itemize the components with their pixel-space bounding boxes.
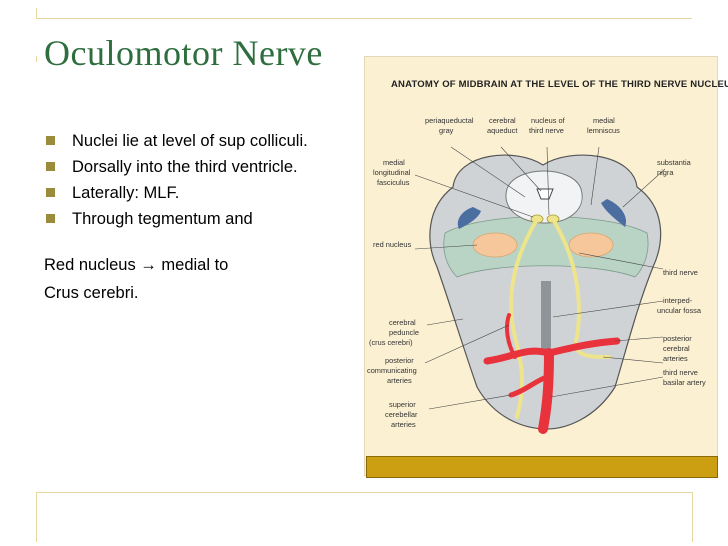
interpeduncular-fossa: [541, 281, 551, 350]
bullet-item: Dorsally into the third ventricle.: [44, 154, 308, 180]
square-bullet-icon: [46, 214, 55, 223]
label-aqueduct: aqueduct: [487, 126, 517, 135]
substantia-nigra-left: [457, 207, 481, 229]
bullet-list: Nuclei lie at level of sup colliculi. Do…: [44, 128, 308, 232]
label-longitudinal: longitudinal: [373, 168, 411, 177]
midbrain-anatomy-figure: ANATOMY OF MIDBRAIN AT THE LEVEL OF THE …: [364, 56, 728, 476]
label-medial-mlf: medial: [383, 158, 405, 167]
bullet-text: Nuclei lie at level of sup colliculi.: [72, 132, 308, 150]
label-third-nerve-bottom: third nerve: [663, 368, 698, 377]
superior-cerebellar-artery: [508, 374, 550, 398]
substantia-nigra-right: [601, 199, 627, 227]
slide-title: Oculomotor Nerve: [44, 33, 323, 73]
bullet-text: Through tegmentum and: [72, 210, 253, 228]
label-basilar-artery: basilar artery: [663, 378, 706, 387]
label-interped: interped-: [663, 296, 693, 305]
bullet-item: Nuclei lie at level of sup colliculi.: [44, 128, 308, 154]
square-bullet-icon: [46, 188, 55, 197]
third-nerve-nucleus-left: [530, 214, 544, 224]
figure-caption-bar: [366, 456, 718, 478]
label-substantia: substantia: [657, 158, 692, 167]
label-uncular-fossa: uncular fossa: [657, 306, 702, 315]
left-rule-top: [36, 8, 37, 19]
red-nucleus-right: [568, 232, 614, 258]
posterior-cerebral-artery-right: [545, 337, 621, 357]
label-periaqueductal: periaqueductal: [425, 116, 474, 125]
bullet-text: Laterally: MLF.: [72, 184, 180, 202]
square-bullet-icon: [46, 136, 55, 145]
label-crus-cerebri: (crus cerebri): [369, 338, 413, 347]
midbrain-illustration: periaqueductal gray cerebral aqueduct nu…: [367, 116, 706, 434]
bullet-item: Laterally: MLF.: [44, 180, 308, 206]
leader-lines: [414, 146, 666, 410]
label-lemniscus: lemniscus: [587, 126, 620, 135]
left-rule-bottom: [36, 492, 37, 542]
posterior-communicating-artery: [505, 313, 517, 359]
red-nucleus-left: [472, 232, 518, 258]
label-cerebellar: cerebellar: [385, 410, 418, 419]
cerebral-aqueduct: [536, 188, 554, 200]
posterior-cerebral-artery-left: [483, 347, 553, 365]
right-rule-bottom: [692, 492, 693, 542]
bullet-item: Through tegmentum and: [44, 206, 308, 232]
left-rule-mid: [36, 56, 37, 62]
label-nucleus-of: nucleus of: [531, 116, 566, 125]
figure-title: ANATOMY OF MIDBRAIN AT THE LEVEL OF THE …: [391, 79, 728, 90]
label-communicating: communicating: [367, 366, 417, 375]
label-cerebral-3: cerebral: [663, 344, 690, 353]
top-rule: [36, 18, 692, 19]
label-superior: superior: [389, 400, 416, 409]
label-arteries-3: arteries: [391, 420, 416, 429]
label-posterior: posterior: [385, 356, 414, 365]
third-nerve-nucleus-right: [546, 214, 560, 224]
label-medial: medial: [593, 116, 615, 125]
label-third-nerve-nucleus: third nerve: [529, 126, 564, 135]
square-bullet-icon: [46, 162, 55, 171]
bullet-text: Dorsally into the third ventricle.: [72, 158, 298, 176]
label-third-nerve-right: third nerve: [663, 268, 698, 277]
label-gray: gray: [439, 126, 454, 135]
text-line-red-nucleus: Red nucleus → medial to: [44, 256, 229, 274]
label-arteries-1: arteries: [387, 376, 412, 385]
label-nigra: nigra: [657, 168, 674, 177]
basilar-artery: [538, 348, 554, 434]
label-posterior-2: posterior: [663, 334, 692, 343]
label-red-nucleus: red nucleus: [373, 240, 412, 249]
label-cerebral-peduncle-1: cerebral: [389, 318, 416, 327]
label-fasciculus: fasciculus: [377, 178, 410, 187]
text-line-crus-cerebri: Crus cerebri.: [44, 284, 139, 302]
label-arteries-2: arteries: [663, 354, 688, 363]
third-nerve-fibers-right: [553, 221, 611, 359]
bottom-rule: [36, 492, 692, 493]
label-peduncle: peduncle: [389, 328, 419, 337]
label-cerebral: cerebral: [489, 116, 516, 125]
